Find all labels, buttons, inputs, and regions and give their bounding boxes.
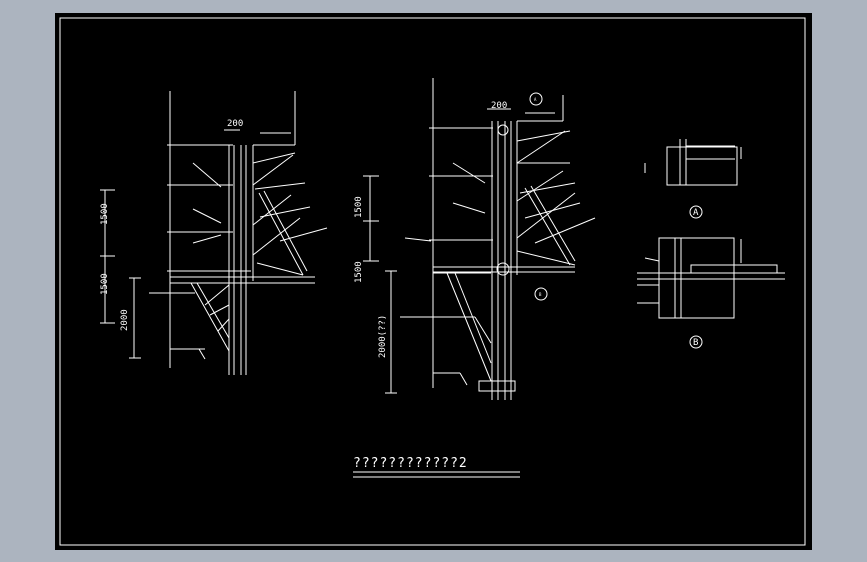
detail-a bbox=[644, 139, 742, 219]
right-dim-bottom: 2000(??) bbox=[378, 315, 388, 358]
right-elevation bbox=[363, 78, 596, 400]
right-dim-top: 200 bbox=[491, 101, 507, 111]
drawing-title: ????????????2 bbox=[353, 456, 468, 471]
detail-a-label: A bbox=[693, 208, 699, 218]
right-dim-lower: 1500 bbox=[354, 261, 364, 283]
left-dim-upper: 1500 bbox=[100, 203, 110, 225]
left-dim-bottom: 2000 bbox=[120, 309, 130, 331]
callout-bottom-label: B bbox=[539, 292, 542, 297]
title-underline bbox=[353, 471, 520, 478]
left-dim-lower: 1500 bbox=[100, 273, 110, 295]
left-elevation bbox=[100, 91, 328, 375]
callout-top-label: A bbox=[534, 97, 537, 102]
drawing-border bbox=[59, 17, 806, 546]
detail-b bbox=[637, 237, 785, 349]
cad-drawing: 200 1500 1500 2000 200 1500 1500 2000(??… bbox=[59, 17, 806, 546]
detail-b-label: B bbox=[693, 338, 698, 348]
right-dim-upper: 1500 bbox=[354, 196, 364, 218]
left-dim-top: 200 bbox=[227, 119, 243, 129]
cad-viewport[interactable]: 200 1500 1500 2000 200 1500 1500 2000(??… bbox=[55, 13, 812, 550]
